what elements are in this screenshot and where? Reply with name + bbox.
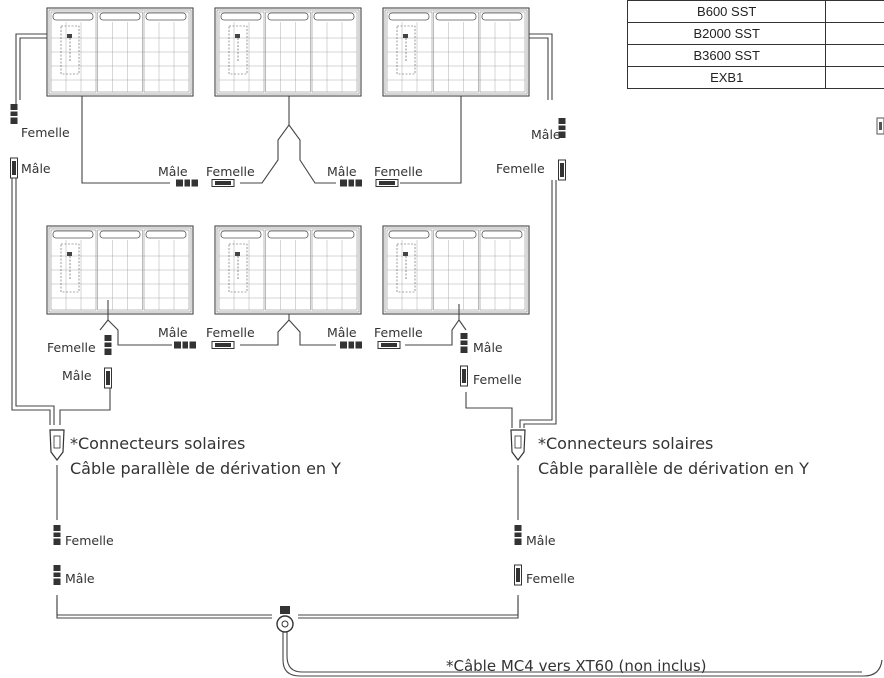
label-male: Mâle bbox=[327, 325, 357, 340]
label-male: Mâle bbox=[21, 161, 51, 176]
solar-panel-icon bbox=[382, 225, 530, 315]
connector-glyph-icon bbox=[876, 117, 884, 135]
label-male: Mâle bbox=[327, 164, 357, 179]
mc4-connector-icon bbox=[53, 565, 61, 585]
mc4-connector-icon bbox=[211, 341, 235, 349]
xt60-plug-icon bbox=[276, 606, 294, 633]
label-male: Mâle bbox=[158, 325, 188, 340]
mc4-connector-icon bbox=[340, 179, 362, 187]
label-femelle: Femelle bbox=[374, 325, 423, 340]
label-male: Mâle bbox=[526, 533, 556, 548]
mc4-cable-note: *Câble MC4 vers XT60 (non inclus) bbox=[446, 657, 707, 675]
model-name: B2000 SST bbox=[626, 22, 827, 45]
mc4-connector-icon bbox=[10, 157, 18, 179]
mc4-connector-icon bbox=[174, 341, 196, 349]
mc4-connector-icon bbox=[104, 367, 112, 389]
table-row: EXB1 bbox=[626, 66, 884, 89]
mc4-connector-icon bbox=[460, 333, 468, 353]
mc4-connector-icon bbox=[460, 365, 468, 387]
solar-panel-icon bbox=[46, 225, 194, 315]
mc4-connector-icon bbox=[340, 341, 362, 349]
mc4-connector-icon bbox=[514, 525, 522, 545]
y-cable-note-line2: Câble parallèle de dérivation en Y bbox=[70, 459, 341, 478]
y-cable-note-line1: *Connecteurs solaires bbox=[538, 434, 713, 453]
mc4-connector-icon bbox=[53, 525, 61, 545]
y-splitter-icon bbox=[510, 429, 526, 461]
label-femelle: Femelle bbox=[496, 161, 545, 176]
y-cable-note-line1: *Connecteurs solaires bbox=[70, 434, 245, 453]
label-femelle: Femelle bbox=[473, 372, 522, 387]
label-femelle: Femelle bbox=[206, 325, 255, 340]
label-femelle: Femelle bbox=[47, 340, 96, 355]
solar-panel-icon bbox=[214, 225, 362, 315]
connector-labels: Femelle Mâle Mâle Femelle Mâle Femelle M… bbox=[21, 125, 575, 586]
label-male: Mâle bbox=[531, 127, 561, 142]
y-cable-note-line2: Câble parallèle de dérivation en Y bbox=[538, 459, 809, 478]
solar-panel-icon bbox=[382, 7, 530, 97]
label-male: Mâle bbox=[158, 164, 188, 179]
y-splitter-icon bbox=[49, 429, 65, 461]
label-femelle: Femelle bbox=[206, 164, 255, 179]
mc4-connector-icon bbox=[514, 564, 522, 586]
solar-panel-icon bbox=[46, 7, 194, 97]
mc4-connector-icon bbox=[558, 159, 566, 181]
label-femelle: Femelle bbox=[21, 125, 70, 140]
solar-panel-icon bbox=[214, 7, 362, 97]
model-table: B600 SST B2000 SST B3600 SST EXB1 bbox=[626, 0, 884, 89]
mc4-connector-icon bbox=[104, 335, 112, 355]
mc4-connector-icon bbox=[377, 341, 401, 349]
label-femelle: Femelle bbox=[526, 571, 575, 586]
label-male: Mâle bbox=[62, 368, 92, 383]
mc4-connector-icon bbox=[10, 104, 18, 124]
cable-lines bbox=[11, 33, 883, 677]
mc4-connector-icon bbox=[176, 179, 198, 187]
label-femelle: Femelle bbox=[65, 533, 114, 548]
model-name: EXB1 bbox=[626, 66, 827, 89]
label-male: Mâle bbox=[65, 571, 95, 586]
mc4-connector-icon bbox=[211, 179, 235, 187]
notes: *Connecteurs solaires Câble parallèle de… bbox=[70, 434, 809, 675]
mc4-connector-icon bbox=[375, 179, 399, 187]
table-row: B3600 SST bbox=[626, 44, 884, 67]
label-femelle: Femelle bbox=[374, 164, 423, 179]
label-male: Mâle bbox=[473, 340, 503, 355]
